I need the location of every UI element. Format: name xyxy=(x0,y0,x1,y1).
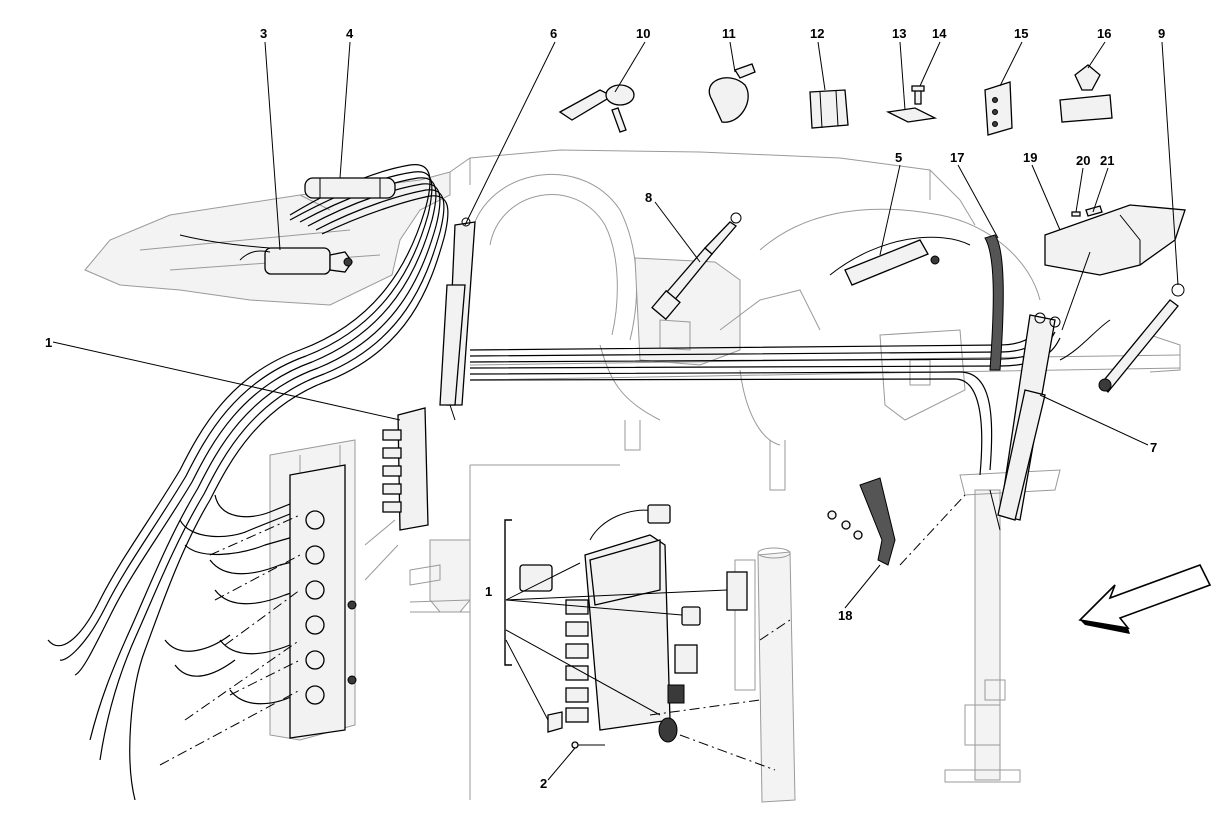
callout-10: 10 xyxy=(636,26,650,41)
callout-11: 11 xyxy=(722,26,736,41)
cable-tie-11 xyxy=(708,63,756,123)
valve-block-main xyxy=(289,464,357,739)
hydraulic-pump-assembly xyxy=(179,234,353,275)
callout-15: 15 xyxy=(1014,26,1028,41)
callout-4: 4 xyxy=(346,26,354,41)
right-latch-cylinder xyxy=(829,236,971,286)
callout-5: 5 xyxy=(895,150,902,165)
callout-19: 19 xyxy=(1023,150,1037,165)
right-lift-strut xyxy=(989,312,1061,531)
callout-9: 9 xyxy=(1158,26,1165,41)
callout-14: 14 xyxy=(932,26,947,41)
right-gas-strut xyxy=(1059,283,1185,393)
callout-1-inset: 1 xyxy=(485,584,492,599)
grommet-12 xyxy=(809,89,849,129)
valve-ports xyxy=(305,510,325,705)
inset-valves xyxy=(565,599,589,723)
belt-strap xyxy=(984,234,1004,371)
leader-lines xyxy=(52,41,1179,781)
clip-16 xyxy=(1059,64,1113,123)
left-lift-strut xyxy=(439,217,476,421)
callout-17: 17 xyxy=(950,150,964,165)
control-module-inset xyxy=(519,504,748,749)
callout-2: 2 xyxy=(540,776,547,791)
clip-10 xyxy=(558,84,635,133)
latch-cylinder xyxy=(651,212,742,321)
connector-15 xyxy=(984,81,1013,136)
callout-1: 1 xyxy=(45,335,52,350)
callout-18: 18 xyxy=(838,608,852,623)
inset-bracket xyxy=(504,519,512,666)
trim-cover xyxy=(1044,204,1186,276)
callout-6: 6 xyxy=(550,26,557,41)
callout-8: 8 xyxy=(645,190,652,205)
callout-16: 16 xyxy=(1097,26,1111,41)
callout-labels: 1 1 2 3 4 5 6 7 8 9 10 11 12 13 14 15 16… xyxy=(45,26,1165,791)
screw-14 xyxy=(911,85,925,105)
assembly-center-lines xyxy=(159,494,966,771)
callout-7: 7 xyxy=(1150,440,1157,455)
callout-12: 12 xyxy=(810,26,824,41)
callout-3: 3 xyxy=(260,26,267,41)
bracket-13 xyxy=(885,107,938,123)
valve-block-small xyxy=(382,407,429,531)
callout-13: 13 xyxy=(892,26,906,41)
callout-20: 20 xyxy=(1076,153,1090,168)
front-direction-arrow-icon xyxy=(1078,564,1212,634)
bracket-18 xyxy=(827,477,896,566)
callout-21: 21 xyxy=(1100,153,1114,168)
reservoir-assembly xyxy=(304,177,396,199)
